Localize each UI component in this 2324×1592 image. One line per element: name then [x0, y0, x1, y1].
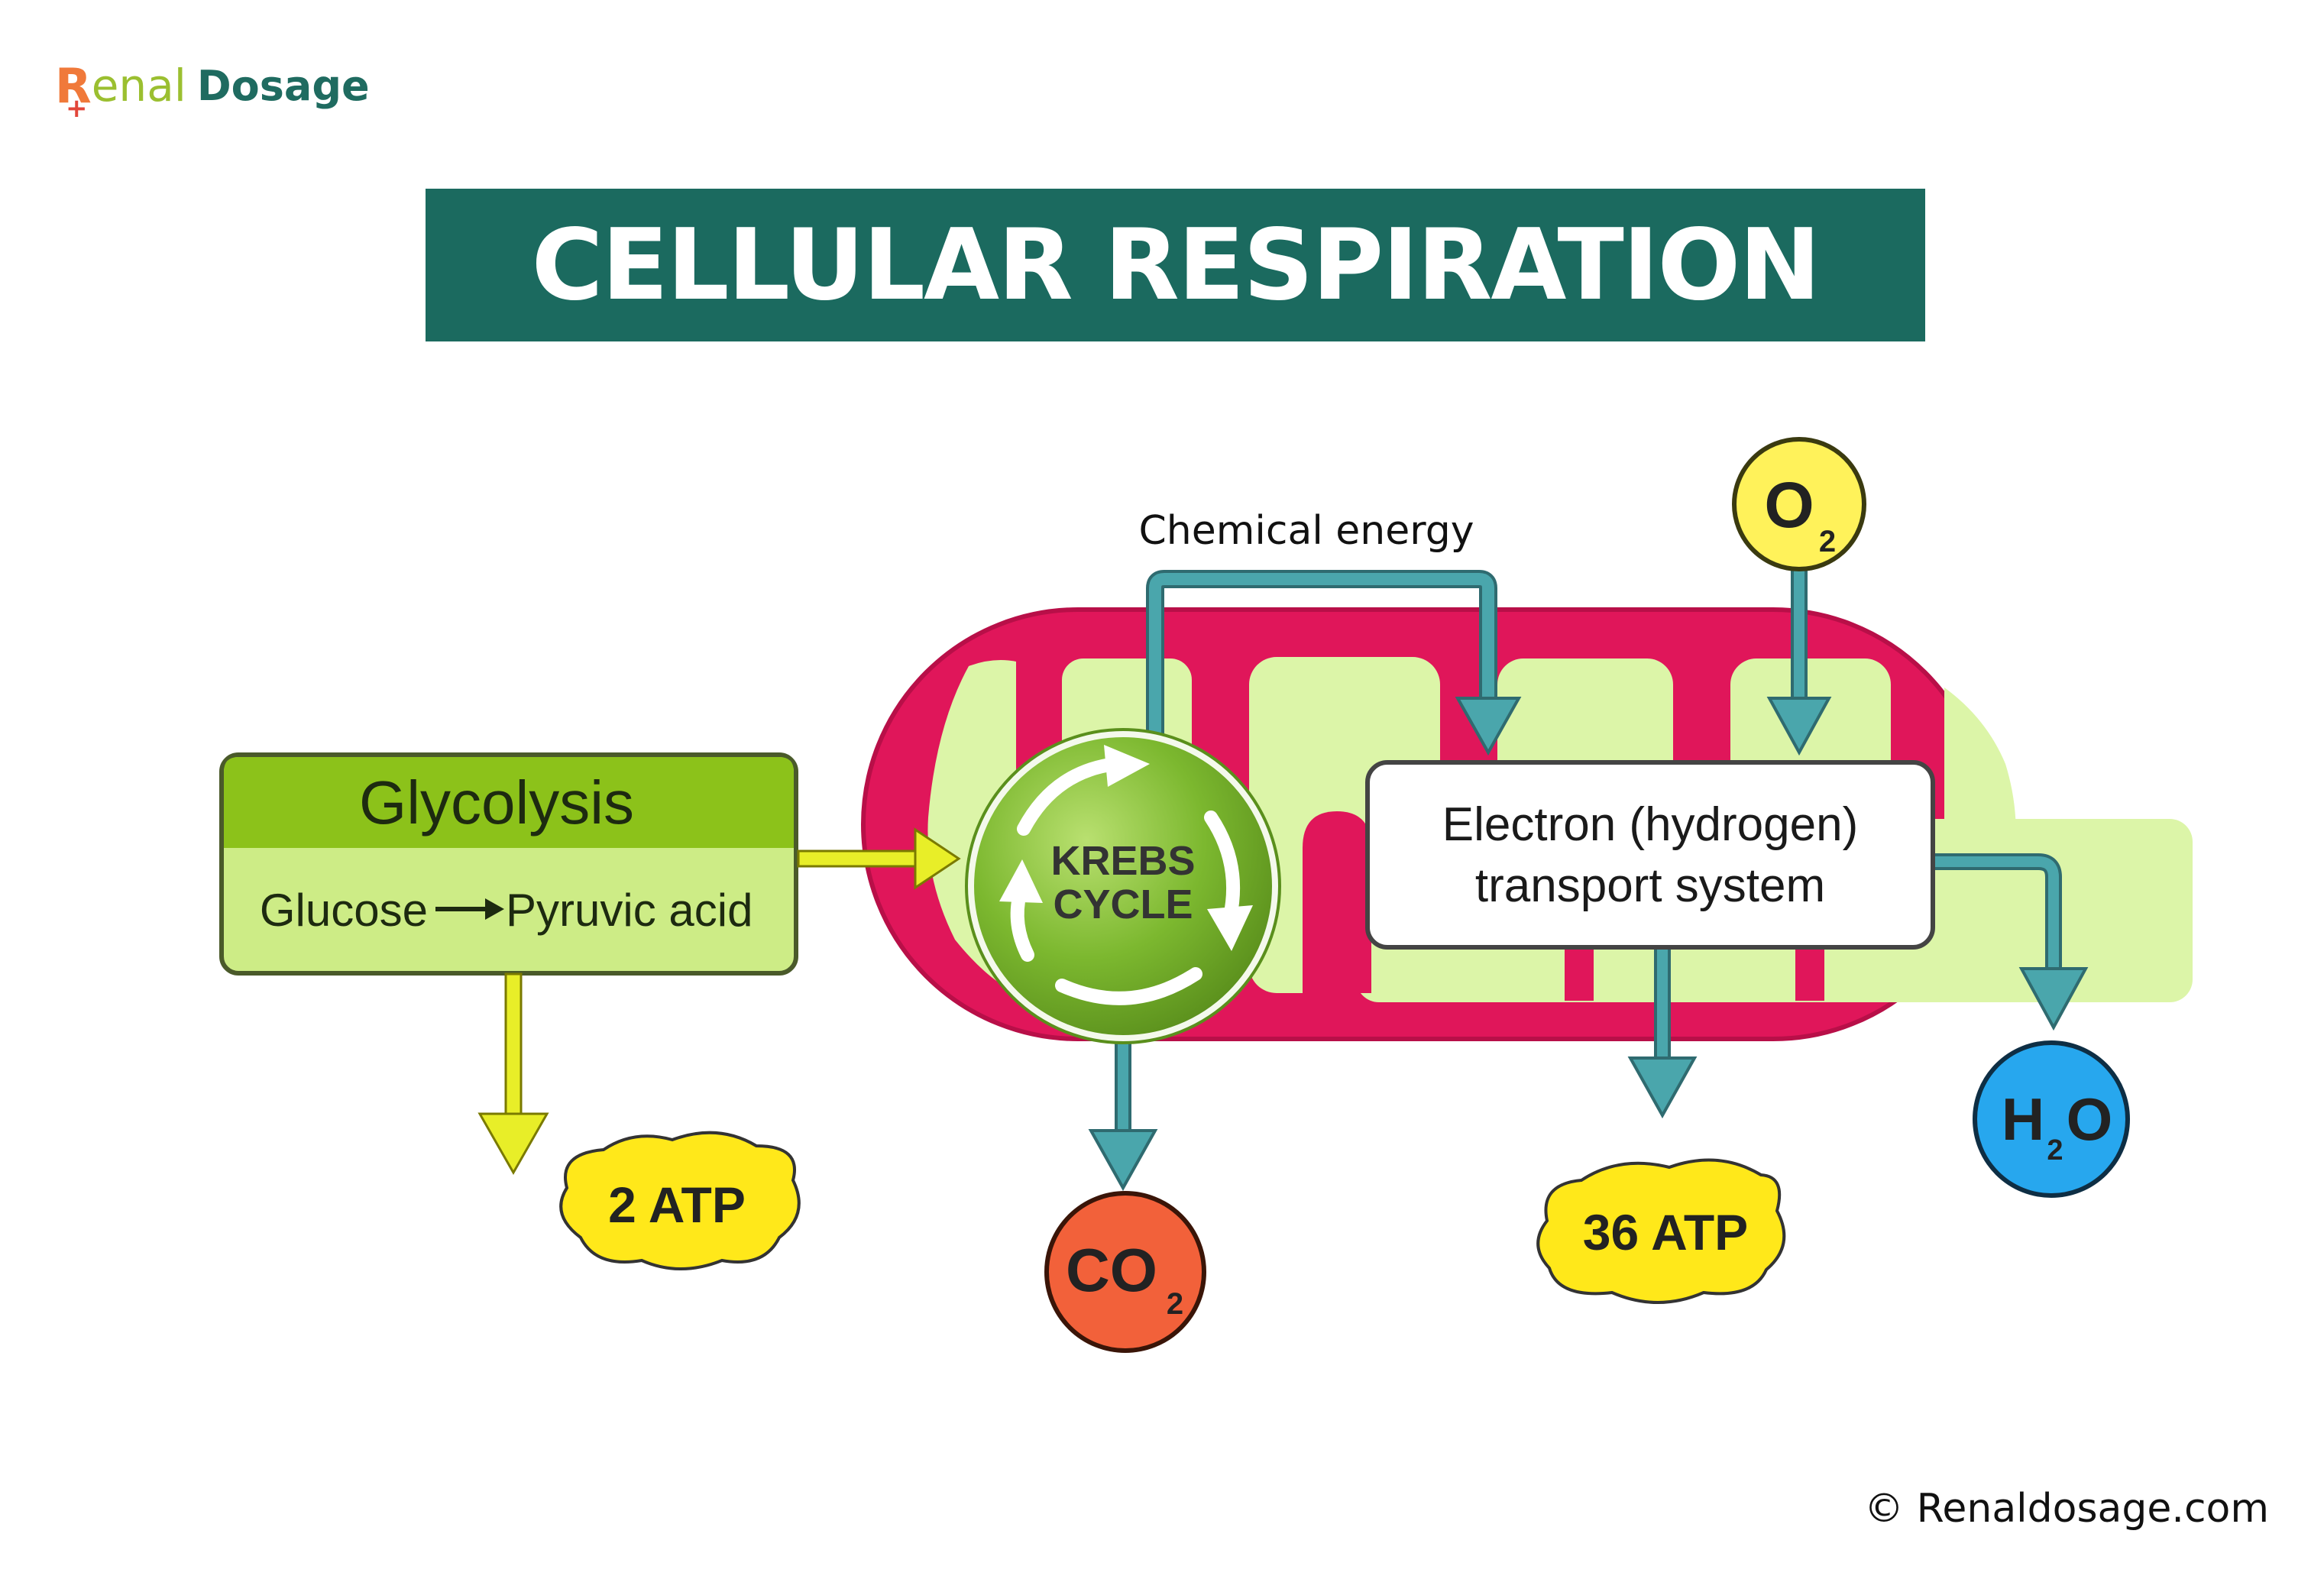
logo-plus-icon: + [66, 92, 88, 124]
title-banner: CELLULAR RESPIRATION [426, 189, 1925, 341]
h2o-label-o: O [2067, 1086, 2113, 1153]
matrix-compartment [1944, 688, 2016, 985]
co2-label: CO [1066, 1236, 1157, 1304]
glycolysis-from: Glucose [260, 885, 428, 936]
page-title: CELLULAR RESPIRATION [531, 208, 1821, 322]
atp-ets-label: 36 ATP [1583, 1204, 1748, 1260]
glycolysis-atp-arrow [477, 972, 549, 1176]
krebs-cycle: KREBS CYCLE [965, 728, 1281, 1192]
krebs-label-line1: KREBS [1050, 838, 1195, 884]
co2-subscript: 2 [1167, 1287, 1183, 1321]
o2-molecule: O 2 [1732, 437, 1866, 756]
cycle-arrowhead-icon [1207, 905, 1253, 951]
h2o-label-h: H [2002, 1086, 2044, 1153]
copyright-notice: © Renaldosage.com [1864, 1486, 2269, 1532]
ets-label-line1: Electron (hydrogen) [1442, 798, 1859, 851]
logo-mark: R+ [55, 57, 92, 124]
chemical-energy-label: Chemical energy [1139, 508, 1474, 554]
crista-fold [1303, 811, 1371, 993]
cycle-arrow-icon [1055, 967, 1202, 1005]
chemical-energy-arrow [1146, 570, 1522, 756]
electron-transport-system: Electron (hydrogen) transport system [1365, 760, 2089, 1119]
glycolysis-to: Pyruvic acid [506, 885, 753, 936]
renal-dosage-logo: R+ enal Dosage [55, 47, 370, 124]
o2-label: O [1764, 469, 1814, 541]
logo-text-enal: enal [91, 60, 186, 112]
h2o-subscript: 2 [2047, 1134, 2063, 1166]
glycolysis-header [224, 757, 794, 848]
ets-label-line2: transport system [1475, 859, 1825, 912]
atp-glycolysis-label: 2 ATP [608, 1176, 746, 1233]
glycolysis-arrow-icon [485, 898, 504, 920]
cycle-arrow-icon [1204, 811, 1241, 924]
krebs-label-line2: CYCLE [1053, 882, 1193, 927]
cycle-arrow-icon [1017, 757, 1122, 836]
logo-text-dosage: Dosage [196, 61, 370, 110]
cycle-arrowhead-icon [999, 859, 1043, 903]
co2-molecule: CO 2 [1044, 1191, 1206, 1353]
atp-glycolysis-badge: 2 ATP [559, 1131, 801, 1270]
glycolysis-title: Glycolysis [359, 768, 634, 836]
glycolysis-box: Glycolysis Glucose Pyruvic acid [219, 752, 798, 976]
h2o-molecule: H 2 O [1973, 1040, 2130, 1198]
atp-ets-badge: 36 ATP [1536, 1158, 1786, 1304]
o2-subscript: 2 [1819, 525, 1836, 558]
glycolysis-to-krebs-arrow [797, 827, 961, 890]
cycle-arrowhead-icon [1104, 745, 1150, 787]
